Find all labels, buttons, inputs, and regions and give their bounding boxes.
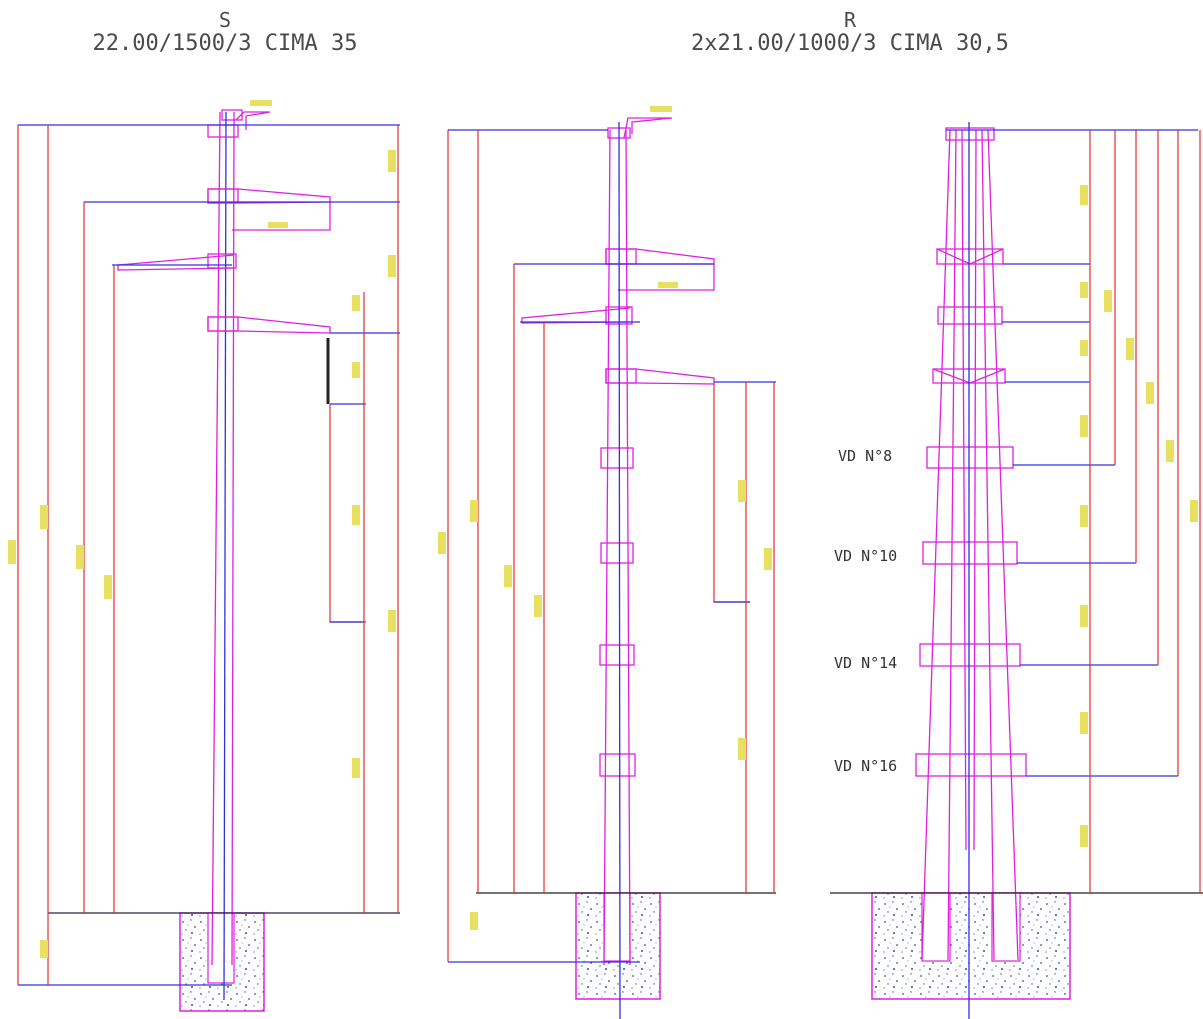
pole-s-crossarms — [117, 124, 331, 334]
pole-s — [8, 100, 400, 1012]
pole-r-front-foundation — [871, 892, 1071, 1000]
tower-label-vd14: VD N°14 — [834, 654, 897, 672]
pole-r-side — [438, 106, 776, 1019]
pole-s-shaft — [211, 109, 271, 966]
pole-r-front: VD N°8 VD N°10 VD N°14 VD N°16 — [830, 122, 1203, 1019]
pole-s-title: S 22.00/1500/3 CIMA 35 — [75, 8, 375, 56]
tower-label-vd16: VD N°16 — [834, 757, 897, 775]
pole-s-spec: 22.00/1500/3 CIMA 35 — [92, 31, 358, 56]
pole-r-title: R 2x21.00/1000/3 CIMA 30,5 — [660, 8, 1040, 56]
pole-r-letter: R — [843, 8, 857, 32]
tower-label-vd8: VD N°8 — [838, 447, 892, 465]
pole-s-letter: S — [218, 8, 232, 32]
tower-label-vd10: VD N°10 — [834, 547, 897, 565]
pole-r-spec: 2x21.00/1000/3 CIMA 30,5 — [691, 31, 1009, 56]
